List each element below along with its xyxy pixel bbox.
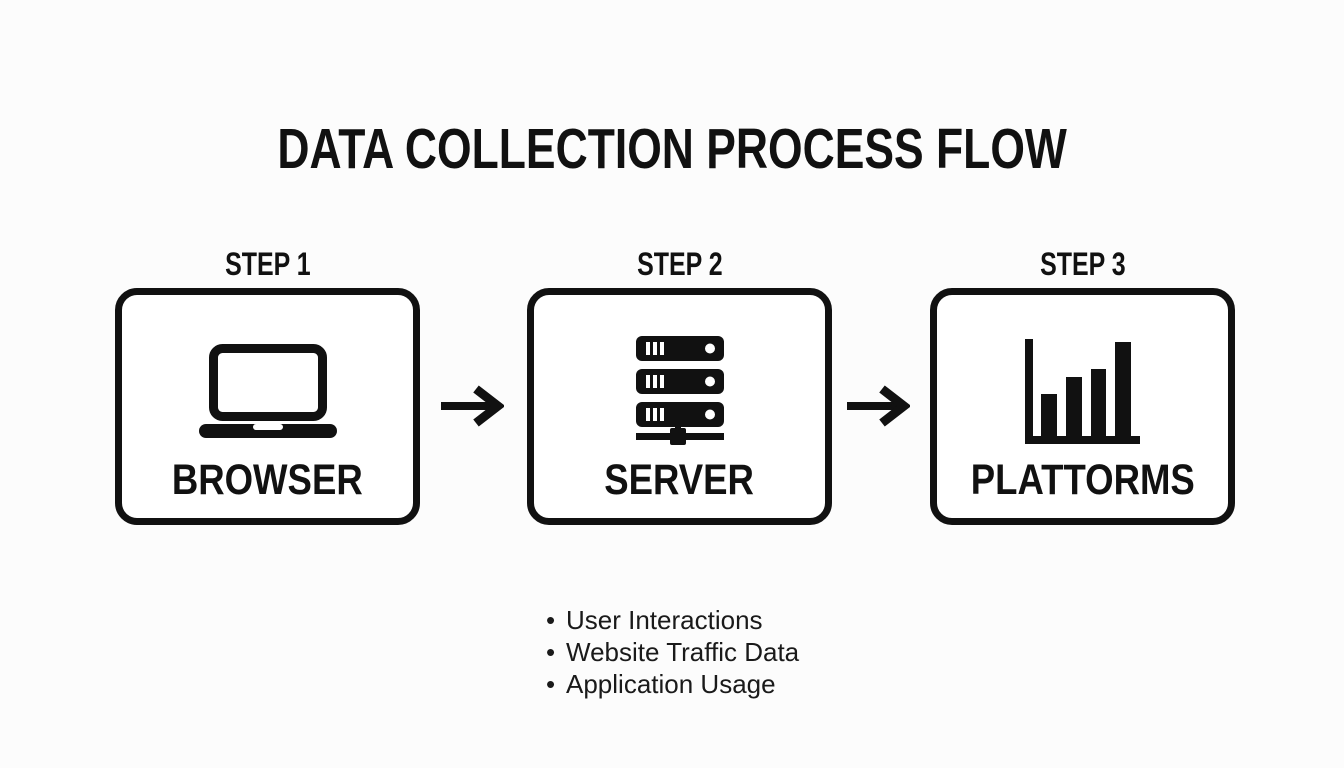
step-1-label: STEP 1 [224,246,311,282]
step-2-box: SERVER [527,288,832,525]
step-3-label: STEP 3 [1039,246,1126,282]
step-2-box-label: SERVER [604,456,755,504]
list-item-text: User Interactions [566,605,763,635]
list-item: • Application Usage [546,668,799,700]
step-1-box: BROWSER [115,288,420,525]
bullet-marker: • [546,637,556,667]
step-3-box: PLATTORMS [930,288,1235,525]
page-title-text: DATA COLLECTION PROCESS FLOW [277,117,1067,181]
bar-chart-icon [1025,335,1140,447]
bullet-marker: • [546,605,556,635]
list-item-text: Website Traffic Data [566,637,800,667]
right-arrow-icon [846,384,910,428]
step-2-column: STEP 2 [527,246,832,525]
step-3-box-label: PLATTORMS [970,456,1195,504]
right-arrow-icon [440,384,504,428]
step-1-column: STEP 1 BROWSER [115,246,420,525]
data-types-list: • User Interactions • Website Traffic Da… [546,604,799,700]
list-item: • User Interactions [546,604,799,636]
step-2-label: STEP 2 [636,246,723,282]
step-1-box-label: BROWSER [172,456,363,504]
list-item-text: Application Usage [566,669,776,699]
list-item: • Website Traffic Data [546,636,799,668]
laptop-icon [198,335,337,447]
bullet-marker: • [546,669,556,699]
step-3-column: STEP 3 PLATTORMS [930,246,1235,525]
page-title: DATA COLLECTION PROCESS FLOW [0,121,1344,178]
server-rack-icon [635,335,724,447]
